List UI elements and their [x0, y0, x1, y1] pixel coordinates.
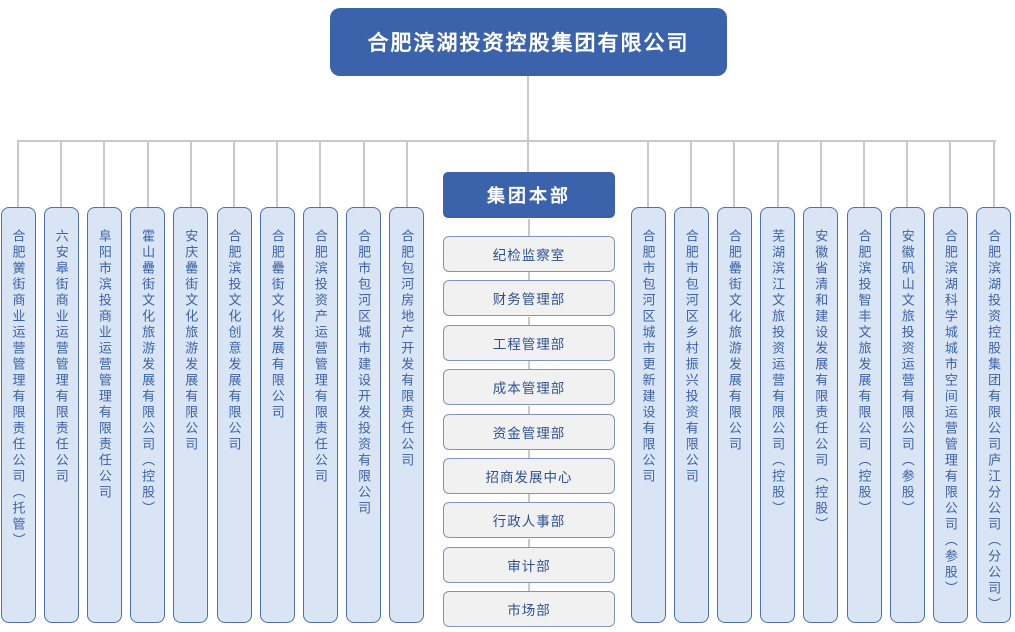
subsidiary-node: 合肥滨投智丰文旅发展有限公司（控股）	[846, 141, 882, 623]
subsidiary-name: 合肥滨湖科学城城市空间运营管理有限公司（参股）	[942, 229, 958, 597]
department-node: 财务管理部	[443, 272, 615, 317]
subsidiary-node: 安庆罍街文化旅游发展有限公司	[173, 141, 209, 623]
subsidiary-name: 芜湖滨江文旅投资运营有限公司（控股）	[770, 229, 786, 517]
department-node: 审计部	[443, 538, 615, 583]
subsidiary-node: 安徽矾山文旅投资运营有限公司（参股）	[889, 141, 925, 623]
headquarters-node: 集团本部	[443, 172, 615, 218]
subsidiary-node: 芜湖滨江文旅投资运营有限公司（控股）	[760, 141, 796, 623]
subsidiary-name: 合肥滨投智丰文旅发展有限公司（控股）	[856, 229, 872, 517]
connector-line-root	[527, 76, 529, 141]
subsidiary-node: 合肥滨湖科学城城市空间运营管理有限公司（参股）	[932, 141, 968, 623]
root-company-node: 合肥滨湖投资控股集团有限公司	[330, 8, 727, 76]
subsidiary-node: 安徽省清和建设发展有限责任公司（控股）	[803, 141, 839, 623]
subsidiary-name: 合肥市包河区城市更新建设有限公司	[640, 229, 656, 485]
subsidiary-name: 合肥滨湖投资控股集团有限公司庐江分公司（分公司）	[986, 229, 1002, 613]
subsidiary-name: 合肥罍街文化发展有限公司	[269, 229, 285, 421]
subsidiary-node: 六安皋街商业运营管理有限责任公司	[43, 141, 79, 623]
root-company-title: 合肥滨湖投资控股集团有限公司	[367, 32, 690, 55]
subsidiary-name: 安徽省清和建设发展有限责任公司（控股）	[813, 229, 829, 533]
department-node: 资金管理部	[443, 405, 615, 450]
headquarters-label: 集团本部	[487, 186, 571, 206]
subsidiary-name: 合肥罍街文化旅游发展有限公司	[726, 229, 742, 453]
department-node: 成本管理部	[443, 361, 615, 406]
department-node: 工程管理部	[443, 316, 615, 361]
department-node: 市场部	[443, 583, 615, 628]
subsidiary-name: 六安皋街商业运营管理有限责任公司	[53, 229, 69, 485]
subsidiary-node: 合肥滨投文化创意发展有限公司	[216, 141, 252, 623]
subsidiary-node: 合肥市包河区城市更新建设有限公司	[630, 141, 666, 623]
subsidiary-name: 安徽矾山文旅投资运营有限公司（参股）	[899, 229, 915, 517]
subsidiary-node: 合肥市包河区城市建设开发投资有限公司	[346, 141, 382, 623]
subsidiary-node: 霍山罍街文化旅游发展有限公司（控股）	[130, 141, 166, 623]
subsidiary-name: 合肥滨投资产运营管理有限责任公司	[312, 229, 328, 485]
subsidiary-name: 合肥滨投文化创意发展有限公司	[226, 229, 242, 453]
subsidiary-node: 合肥罍街文化发展有限公司	[259, 141, 295, 623]
subsidiary-name: 合肥包河房地产开发有限责任公司	[399, 229, 415, 469]
subsidiary-name: 合肥黉街商业运营管理有限责任公司（托管）	[10, 229, 26, 549]
subsidiary-name: 霍山罍街文化旅游发展有限公司（控股）	[140, 229, 156, 517]
connector-line-headquarters	[527, 141, 529, 172]
subsidiary-node: 合肥滨投资产运营管理有限责任公司	[302, 141, 338, 623]
subsidiary-node: 合肥滨湖投资控股集团有限公司庐江分公司（分公司）	[976, 141, 1012, 623]
department-node: 招商发展中心	[443, 450, 615, 494]
subsidiary-node: 合肥罍街文化旅游发展有限公司	[716, 141, 752, 623]
department-node: 纪检监察室	[443, 219, 615, 272]
subsidiary-name: 合肥市包河区乡村振兴投资有限公司	[683, 229, 699, 485]
subsidiary-node: 阜阳市滨投商业运营管理有限责任公司	[86, 141, 122, 623]
connector-line-bus	[17, 140, 996, 142]
subsidiary-node: 合肥市包河区乡村振兴投资有限公司	[673, 141, 709, 623]
department-node: 行政人事部	[443, 494, 615, 539]
subsidiary-node: 合肥黉街商业运营管理有限责任公司（托管）	[0, 141, 36, 623]
subsidiary-node: 合肥包河房地产开发有限责任公司	[389, 141, 425, 623]
subsidiary-name: 阜阳市滨投商业运营管理有限责任公司	[96, 229, 112, 501]
subsidiary-name: 合肥市包河区城市建设开发投资有限公司	[356, 229, 372, 517]
subsidiary-name: 安庆罍街文化旅游发展有限公司	[183, 229, 199, 453]
